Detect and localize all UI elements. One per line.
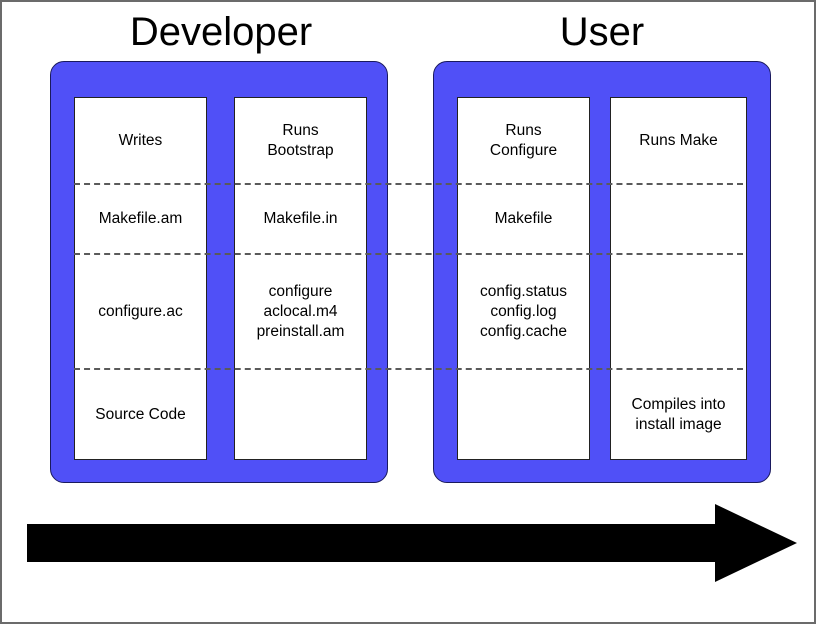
- row-divider-3: [74, 368, 743, 370]
- row-divider-2: [74, 253, 743, 255]
- cell-bootstrap-makefile-in: Makefile.in: [263, 210, 338, 227]
- column-bootstrap: Runs Bootstrap Makefile.in configure acl…: [234, 97, 367, 460]
- group-title-user: User: [559, 10, 645, 54]
- column-configure: Runs Configure Makefile config.status co…: [457, 97, 590, 460]
- cell-writes-action: Writes: [118, 132, 163, 149]
- cell-make-empty-1: [611, 184, 746, 254]
- cell-configure-makefile: Makefile: [494, 210, 553, 227]
- cell-writes-makefile-am: Makefile.am: [98, 210, 183, 227]
- cell-bootstrap-outputs: configure aclocal.m4 preinstall.am: [256, 282, 345, 340]
- cell-writes-configure-ac: configure.ac: [98, 302, 183, 320]
- cell-configure-empty: [458, 369, 589, 461]
- cell-bootstrap-empty: [235, 369, 366, 461]
- cell-make-compiles: Compiles into install image: [631, 396, 726, 433]
- group-title-developer: Developer: [129, 10, 313, 54]
- row-divider-1: [74, 183, 743, 185]
- cell-make-action: Runs Make: [639, 132, 718, 149]
- cell-bootstrap-action: Runs Bootstrap: [267, 122, 334, 159]
- flow-arrow-icon: [27, 504, 797, 582]
- cell-make-empty-2: [611, 254, 746, 369]
- cell-configure-action: Runs Configure: [489, 122, 558, 159]
- cell-configure-outputs: config.status config.log config.cache: [479, 282, 568, 340]
- cell-writes-source-code: Source Code: [95, 406, 186, 423]
- column-writes: Writes Makefile.am configure.ac Source C…: [74, 97, 207, 460]
- column-make: Runs Make Compiles into install image: [610, 97, 747, 460]
